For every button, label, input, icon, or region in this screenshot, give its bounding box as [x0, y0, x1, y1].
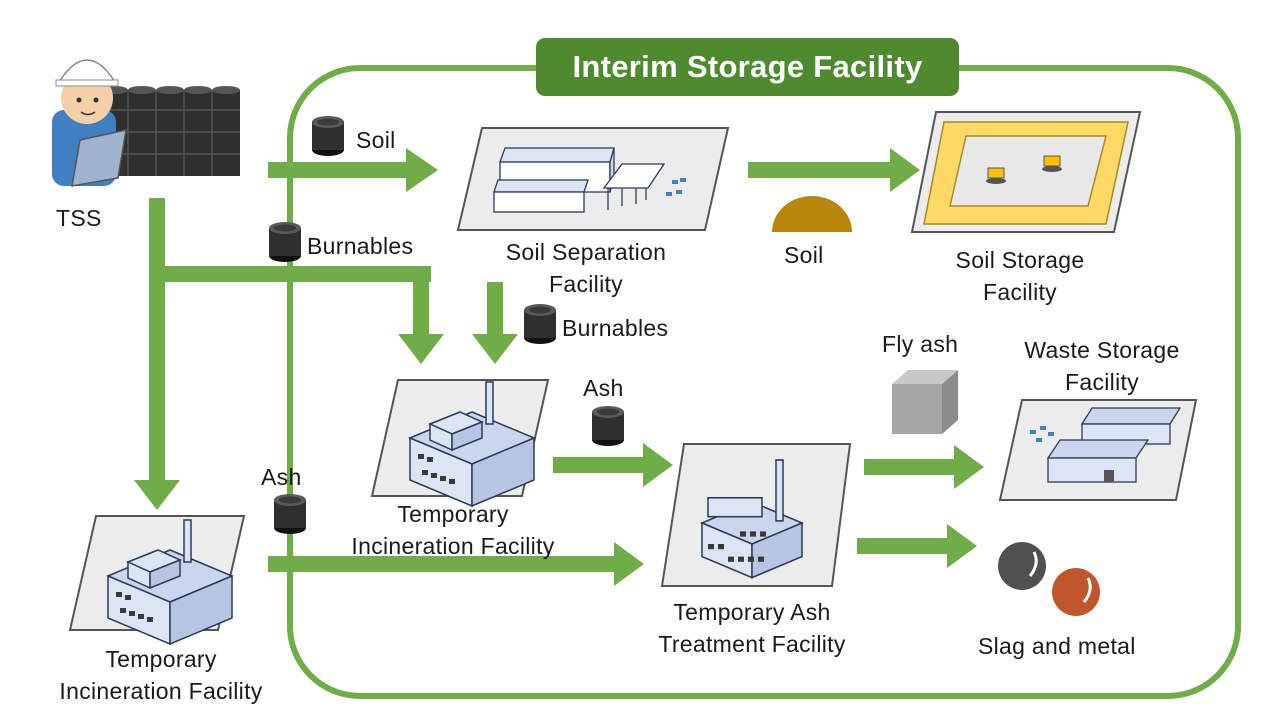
soil-separation-icon: [456, 127, 730, 231]
ash-label-outside: Ash: [261, 464, 302, 490]
soil-pile-icon: [772, 196, 852, 232]
slag-metal-label: Slag and metal: [978, 633, 1136, 659]
arrow-tss-to-soil-separation: [268, 162, 408, 178]
soil-label-tss: Soil: [356, 127, 396, 153]
worker-icon: [52, 59, 127, 187]
soil-separation-label: Soil Separation Facility: [505, 239, 667, 297]
tss-label: TSS: [56, 205, 102, 231]
ash-treatment-icon: [660, 443, 852, 587]
arrow-fly-ash: [864, 459, 956, 475]
tss-icon: [52, 59, 240, 187]
interim-storage-title: Interim Storage Facility: [536, 38, 959, 96]
waste-storage-icon: [998, 399, 1198, 501]
burnables-label-separation: Burnables: [562, 315, 669, 341]
waste-storage-label: Waste Storage Facility: [1024, 337, 1180, 395]
incinerator-inside-label: Temporary Incineration Facility: [351, 501, 555, 559]
soil-label-storage: Soil: [784, 242, 824, 268]
incinerator-inside-icon: [370, 379, 550, 507]
bag-icon-burnables-tss: [269, 222, 301, 262]
arrow-ash-outside: [268, 556, 616, 572]
bag-icon-soil: [312, 116, 344, 156]
arrow-burnables-branch: [165, 266, 431, 282]
arrow-separation-to-incinerator: [487, 282, 503, 336]
arrow-tss-down-trunk: [149, 198, 165, 483]
flow-arrows: [134, 148, 984, 586]
incinerator-outside-label: Temporary Incineration Facility: [59, 646, 263, 704]
excavator-icon: [986, 155, 1062, 184]
bag-icon-ash-inside: [592, 406, 624, 446]
soil-storage-icon: [910, 111, 1142, 233]
soil-storage-label: Soil Storage Facility: [955, 247, 1085, 305]
bag-icon-ash-outside: [274, 494, 306, 534]
arrow-separation-to-storage: [748, 162, 892, 178]
slag-sphere-icon: [998, 542, 1046, 590]
metal-sphere-icon: [1052, 568, 1100, 616]
arrow-slag: [857, 538, 949, 554]
ash-label-inside: Ash: [583, 375, 624, 401]
burnables-label-tss: Burnables: [307, 233, 414, 259]
fly-ash-label: Fly ash: [882, 331, 959, 357]
incinerator-outside-icon: [68, 515, 246, 645]
fly-ash-cube-icon: [892, 370, 958, 434]
bag-icon-burnables-separation: [524, 304, 556, 344]
arrow-ash-inside: [553, 457, 645, 473]
ash-treatment-label: Temporary Ash Treatment Facility: [658, 599, 846, 657]
